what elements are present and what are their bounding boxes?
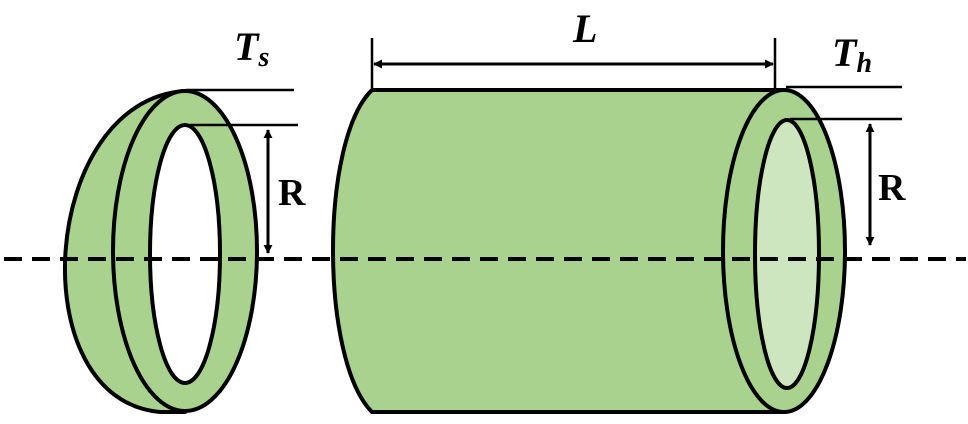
th-label: Th	[832, 30, 872, 79]
r-left-label: R	[278, 172, 306, 214]
ts-label: Ts	[234, 24, 269, 73]
r-right-dimension: R	[865, 123, 906, 246]
hemisphere-rim-inner	[148, 123, 222, 385]
hemisphere-cap	[63, 89, 259, 414]
ts-dimension: Ts	[186, 24, 298, 127]
cylinder-end-inner	[753, 118, 821, 390]
r-left-dimension: R	[263, 129, 306, 254]
length-label: L	[572, 6, 597, 51]
r-right-label: R	[878, 167, 906, 209]
cylinder-shell	[331, 88, 847, 414]
cylinder-body	[331, 88, 786, 414]
length-dimension: L	[370, 6, 777, 88]
th-dimension: Th	[786, 30, 902, 121]
